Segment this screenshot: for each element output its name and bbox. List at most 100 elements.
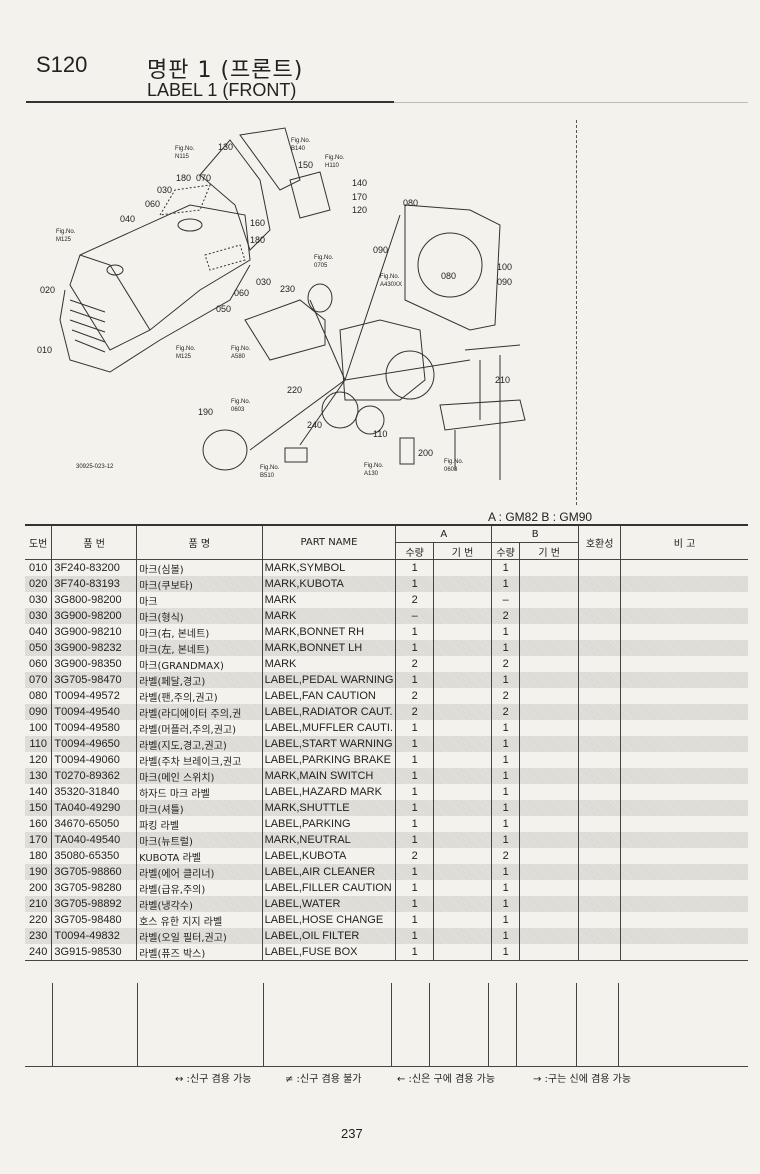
row-qty-a: 1: [395, 752, 434, 768]
row-qty-a: 1: [395, 880, 434, 896]
row-compat: [578, 832, 621, 848]
row-serial-b: [519, 656, 579, 672]
row-serial-a: [432, 944, 492, 961]
row-qty-a: 1: [395, 640, 434, 656]
row-serial-b: [519, 576, 579, 592]
row-compat: [578, 784, 621, 800]
row-serial-a: [432, 832, 492, 848]
row-remarks: [620, 624, 748, 640]
row-ref-no: 050: [25, 640, 52, 656]
row-name-ko: 라벨(오일 필터,권고): [136, 928, 263, 944]
row-remarks: [620, 688, 748, 704]
row-serial-a: [432, 848, 492, 864]
row-compat: [578, 592, 621, 608]
row-qty-b: 1: [491, 784, 520, 800]
row-qty-b: 2: [491, 848, 520, 864]
callout: 030: [157, 185, 172, 195]
row-qty-b: –: [491, 592, 520, 608]
header-compat: 호환성: [578, 524, 621, 560]
row-serial-b: [519, 608, 579, 624]
callout: Fig.No.: [314, 255, 334, 261]
row-part-no: 34670-65050: [51, 816, 137, 832]
header-qty-a: 수량: [395, 542, 434, 560]
row-serial-a: [432, 640, 492, 656]
row-remarks: [620, 608, 748, 624]
row-ref-no: 060: [29, 658, 48, 670]
row-name-ko: KUBOTA 라벨: [136, 848, 263, 864]
row-name-ko: 라벨(지도,경고,권고): [136, 736, 263, 752]
row-part-name: LABEL,START WARNING: [261, 736, 396, 752]
row-name-ko: 마크(메인 스위치): [136, 768, 263, 784]
header-part-no: 품 번: [51, 524, 137, 560]
row-qty-b: 1: [491, 624, 520, 640]
section-code: S120: [36, 52, 88, 77]
callout: H110: [325, 163, 340, 169]
callout: 180: [176, 173, 191, 183]
row-serial-b: [519, 624, 579, 640]
row-compat: [578, 608, 621, 624]
row-name-ko: 라벨(퓨즈 박스): [136, 944, 263, 961]
row-remarks: [620, 576, 748, 592]
callout: 240: [307, 420, 322, 430]
row-ref-no: 020: [25, 576, 52, 592]
row-compat: [578, 559, 621, 576]
header-serial-b: 기 번: [519, 542, 579, 560]
row-serial-a: [432, 720, 492, 736]
row-part-no: 3G705-98480: [51, 912, 137, 928]
callout: 120: [352, 205, 367, 215]
row-qty-b: 1: [491, 896, 520, 912]
row-qty-a: 2: [395, 688, 434, 704]
row-compat: [578, 768, 621, 784]
row-part-no: 3G705-98860: [51, 864, 137, 880]
callout: 020: [40, 285, 55, 295]
row-ref-no: 190: [25, 864, 52, 880]
callout: 030: [256, 277, 271, 287]
row-qty-b: 1: [491, 752, 520, 768]
callout: 210: [495, 375, 510, 385]
callout: Fig.No.: [56, 229, 76, 235]
row-name-ko: 마크(셔틀): [136, 800, 263, 816]
row-qty-a: 1: [395, 768, 434, 784]
row-remarks: [620, 704, 748, 720]
callout: A130: [364, 471, 379, 477]
row-serial-b: [519, 880, 579, 896]
callout: A580: [231, 354, 246, 360]
row-part-no: T0094-49832: [51, 928, 137, 944]
row-qty-b: 1: [491, 768, 520, 784]
row-part-name: LABEL,FAN CAUTION: [261, 688, 396, 704]
row-ref-no: 110: [25, 736, 52, 752]
row-qty-b: 1: [491, 720, 520, 736]
row-qty-a: 1: [395, 624, 434, 640]
row-name-ko: 라벨(라디에이터 주의,권: [136, 704, 263, 720]
row-serial-a: [432, 704, 492, 720]
row-remarks: [620, 672, 748, 688]
row-ref-no: 030: [25, 608, 52, 624]
row-qty-a: 1: [395, 672, 434, 688]
row-compat: [578, 928, 621, 944]
row-serial-b: [519, 864, 579, 880]
row-part-name: MARK,NEUTRAL: [261, 832, 396, 848]
row-remarks: [620, 559, 748, 576]
callout: Fig.No.: [231, 346, 251, 352]
callout: A430XX: [380, 282, 402, 288]
row-part-name: MARK,SHUTTLE: [261, 800, 396, 816]
row-part-name: LABEL,FILLER CAUTION: [261, 880, 396, 896]
row-serial-a: [432, 816, 492, 832]
row-qty-a: 1: [395, 720, 434, 736]
row-serial-b: [519, 752, 579, 768]
row-serial-b: [519, 688, 579, 704]
callout: Fig.No.: [364, 463, 384, 469]
row-ref-no: 010: [29, 562, 48, 574]
row-qty-a: 1: [395, 784, 434, 800]
row-qty-a: 1: [395, 576, 434, 592]
row-compat: [578, 752, 621, 768]
